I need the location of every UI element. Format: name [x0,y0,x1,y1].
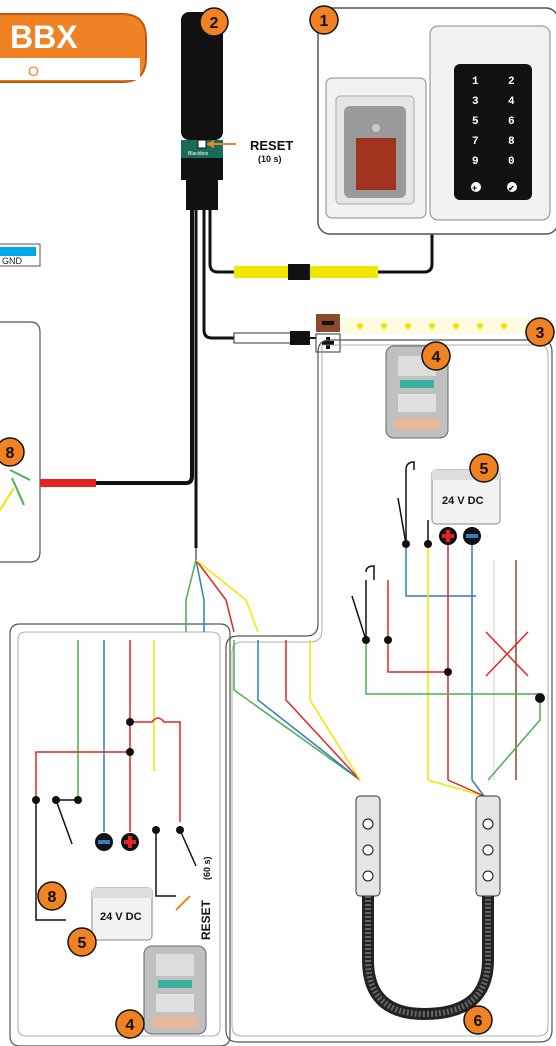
svg-text:+: + [472,183,477,193]
key-5: 5 [472,116,479,128]
reset-label-side: RESET [199,899,213,940]
intercom-left [143,945,207,1035]
marker-5-right: 5 [480,461,489,478]
psu-right: 24 V DC [431,469,501,525]
psu-left-label: 24 V DC [100,911,142,923]
yellow-cable [234,266,292,278]
marker-3: 3 [536,325,545,342]
keypad-keys: 1 2 3 4 5 6 7 8 9 0 [472,76,515,168]
marker-6: 6 [474,1013,483,1030]
left-panel-outline [9,623,231,1046]
title-text: BBX [10,19,78,55]
blackbox-brand: Blackbox [188,151,209,157]
key-2: 2 [508,76,515,88]
reset-label-top: RESET [250,138,293,153]
right-panel-outline [225,339,553,1043]
marker-4-left: 4 [126,1017,135,1034]
title-subtext: O [28,63,39,79]
marker-5-left: 5 [78,935,87,952]
gnd-label: GND [2,256,23,266]
reset-time-side: (60 s) [202,856,212,880]
number-markers: 1 2 3 4 4 5 5 6 8 8 [0,5,555,1039]
psu-right-label: 24 V DC [442,495,484,507]
psu-left: 24 V DC [91,887,153,941]
key-0: 0 [508,156,515,168]
key-8: 8 [508,136,515,148]
red-cable [40,479,96,487]
gnd-terminal: GND [0,243,41,267]
key-6: 6 [508,116,515,128]
led-strip [315,314,528,353]
left-panel-top [0,321,41,563]
marker-4-right: 4 [432,349,441,366]
key-4: 4 [508,96,515,108]
title-box: BBX O [0,13,147,83]
check-key-icon [507,182,517,192]
blackbox-device: Blackbox [181,12,223,210]
key-9: 9 [472,156,479,168]
marker-1: 1 [320,13,329,30]
door-loop-cable [355,795,501,1021]
reset-time-top: (10 s) [258,154,282,164]
marker-8-top: 8 [6,445,15,462]
access-panel [317,7,556,235]
key-7: 7 [472,136,479,148]
key-1: 1 [472,76,479,88]
marker-2: 2 [210,15,219,32]
marker-8-bottom: 8 [48,889,57,906]
key-3: 3 [472,96,479,108]
plus-key-icon [471,182,481,192]
svg-text:✔: ✔ [508,184,515,193]
